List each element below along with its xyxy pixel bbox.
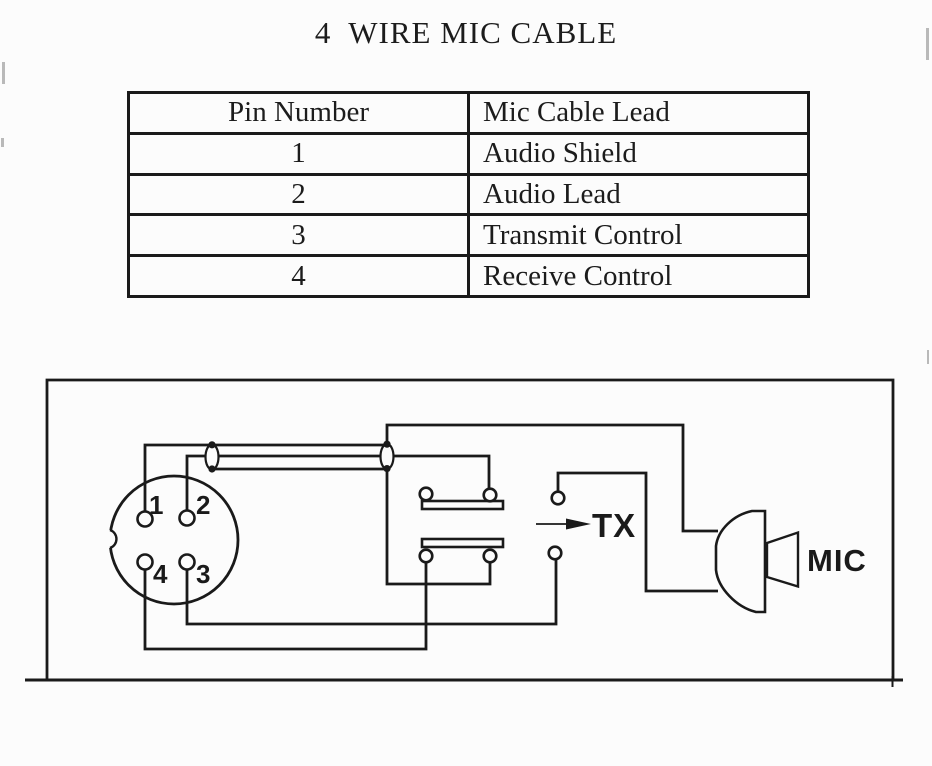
switch-terminal-lower-left xyxy=(418,548,434,564)
scan-artifact xyxy=(2,62,5,84)
mic-lead-cell: Transmit Control xyxy=(483,218,683,251)
table-row: 3 Transmit Control xyxy=(130,213,807,255)
pin-number-cell: 2 xyxy=(130,175,470,214)
scan-artifact xyxy=(926,28,929,60)
table-header-row: Pin Number Mic Cable Lead xyxy=(130,94,807,132)
pin2-audio-lead-wire xyxy=(185,454,491,511)
pin-assignment-table: Pin Number Mic Cable Lead 1 Audio Shield… xyxy=(127,91,810,298)
connector-body xyxy=(108,474,240,606)
shield-to-switch-wire xyxy=(385,469,492,586)
pin-2-hole xyxy=(178,509,196,527)
pin-3-label: 3 xyxy=(196,559,210,589)
pin4-receive-wire xyxy=(143,561,428,651)
scan-artifact xyxy=(927,350,929,364)
tx-arrow-head xyxy=(566,518,591,530)
table-row: 4 Receive Control xyxy=(130,254,807,295)
tx-to-mic-wire xyxy=(556,471,718,593)
mic-lead-cell: Audio Lead xyxy=(483,177,621,210)
table-row: 1 Audio Shield xyxy=(130,131,807,173)
switch-bar-lower xyxy=(420,537,505,549)
solder-dot xyxy=(208,441,216,449)
mic-label: MIC xyxy=(807,543,867,578)
pin-number-cell: 1 xyxy=(130,134,470,173)
pin-number-header: Pin Number xyxy=(130,94,470,132)
solder-dot xyxy=(208,465,216,473)
pin-1-label: 1 xyxy=(149,490,163,520)
mic-element-dome xyxy=(714,509,767,614)
shield-to-mic-wire xyxy=(385,423,718,533)
mic-horn xyxy=(765,530,800,589)
solder-dot xyxy=(383,465,391,473)
tx-terminal-lower xyxy=(547,545,563,561)
pin-number-cell: 3 xyxy=(130,216,470,255)
mic-lead-cell: Receive Control xyxy=(483,259,673,292)
pin-4-label: 4 xyxy=(153,559,168,589)
switch-terminal-lower-right xyxy=(482,548,498,564)
pin3-transmit-wire xyxy=(185,559,558,626)
switch-terminal-upper-left xyxy=(418,486,434,502)
pin-3-hole xyxy=(178,553,196,571)
solder-dot xyxy=(383,440,391,448)
switch-bar-upper xyxy=(420,499,505,511)
schematic-border xyxy=(45,378,895,680)
scan-artifact xyxy=(1,138,4,147)
pin-4-hole xyxy=(136,553,154,571)
mic-lead-cell: Audio Shield xyxy=(483,137,637,170)
switch-terminal-upper-right xyxy=(482,487,498,503)
pin1-shield-wire xyxy=(143,443,387,512)
pin-number-cell: 4 xyxy=(130,257,470,295)
table-row: 2 Audio Lead xyxy=(130,172,807,214)
mic-cable-lead-header: Mic Cable Lead xyxy=(483,96,670,129)
pin-1-hole xyxy=(136,510,154,528)
page-title: 4 WIRE MIC CABLE xyxy=(314,15,618,50)
tx-terminal-upper xyxy=(550,490,566,506)
connector-notch xyxy=(109,528,118,550)
tx-label: TX xyxy=(592,507,636,544)
pin-2-label: 2 xyxy=(196,490,210,520)
